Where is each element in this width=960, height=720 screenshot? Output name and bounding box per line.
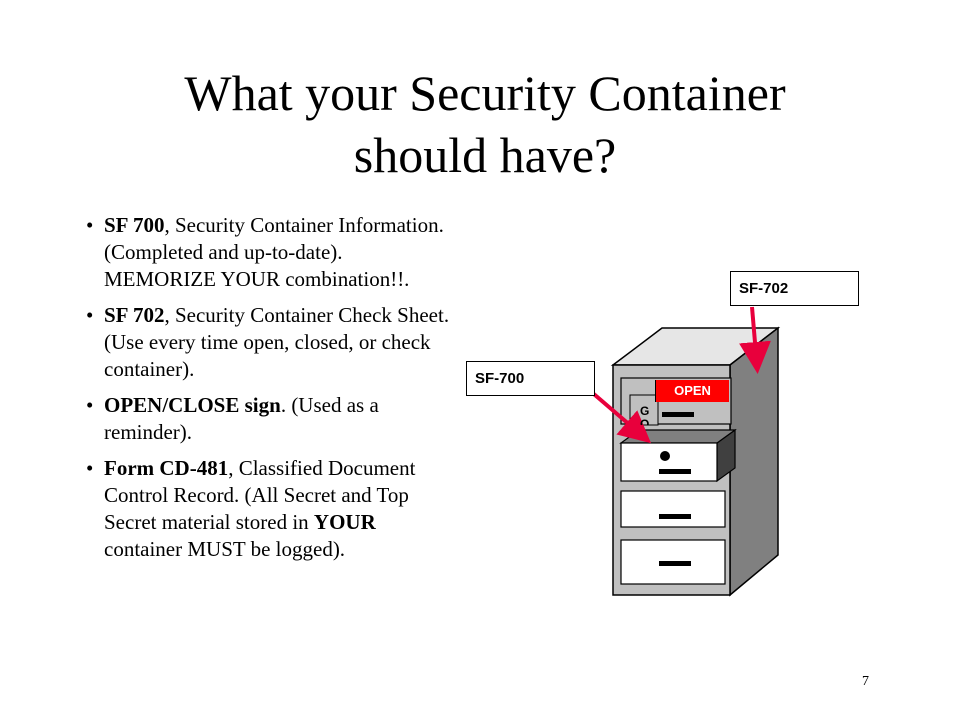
bullet-sf702: • SF 702, Security Container Check Sheet… bbox=[86, 302, 458, 383]
bullet-dot: • bbox=[86, 456, 94, 480]
slide-title: What your Security Container should have… bbox=[80, 62, 890, 186]
title-line-1: What your Security Container bbox=[184, 65, 786, 121]
callout-sf700: SF-700 bbox=[466, 361, 595, 396]
open-sign: OPEN bbox=[655, 380, 729, 402]
bullet-cd481: • Form CD-481, Classified Document Contr… bbox=[86, 455, 458, 563]
bullet-list: • SF 700, Security Container Information… bbox=[86, 212, 458, 572]
bullet-text: , Security Container Check Sheet. (Use e… bbox=[104, 303, 450, 381]
bullet-text-end: container MUST be logged). bbox=[104, 537, 346, 561]
bullet-bold: SF 700 bbox=[104, 213, 165, 237]
bullet-bold: SF 702 bbox=[104, 303, 165, 327]
drawer-bottom-handle bbox=[659, 561, 691, 566]
bullet-text: , Security Container Information. (Compl… bbox=[104, 213, 444, 291]
drawer-top-handle bbox=[662, 412, 694, 417]
bullet-sf700: • SF 700, Security Container Information… bbox=[86, 212, 458, 293]
callout-sf702: SF-702 bbox=[730, 271, 859, 306]
drawer-third-handle bbox=[659, 514, 691, 519]
lock-icon bbox=[660, 451, 670, 461]
bullet-dot: • bbox=[86, 303, 94, 327]
bullet-open-close-sign: • OPEN/CLOSE sign. (Used as a reminder). bbox=[86, 392, 458, 446]
title-line-2: should have? bbox=[353, 127, 617, 183]
g-label: G O bbox=[640, 404, 650, 426]
bullet-dot: • bbox=[86, 393, 94, 417]
open-drawer-handle bbox=[659, 469, 691, 474]
bullet-dot: • bbox=[86, 213, 94, 237]
arrow-sf702 bbox=[739, 306, 771, 374]
drawer-third bbox=[620, 490, 726, 528]
bullet-bold: Form CD-481 bbox=[104, 456, 229, 480]
bullet-bold-your: YOUR bbox=[313, 510, 376, 534]
bullet-bold: OPEN/CLOSE sign bbox=[104, 393, 281, 417]
cabinet-side bbox=[729, 326, 779, 597]
bullet-text: , Classified Document Control Record. (A… bbox=[104, 456, 416, 534]
open-drawer-face bbox=[620, 442, 718, 482]
bullet-text: . (Used as a reminder). bbox=[104, 393, 379, 444]
arrow-sf700 bbox=[586, 387, 652, 444]
page-number: 7 bbox=[862, 674, 869, 689]
